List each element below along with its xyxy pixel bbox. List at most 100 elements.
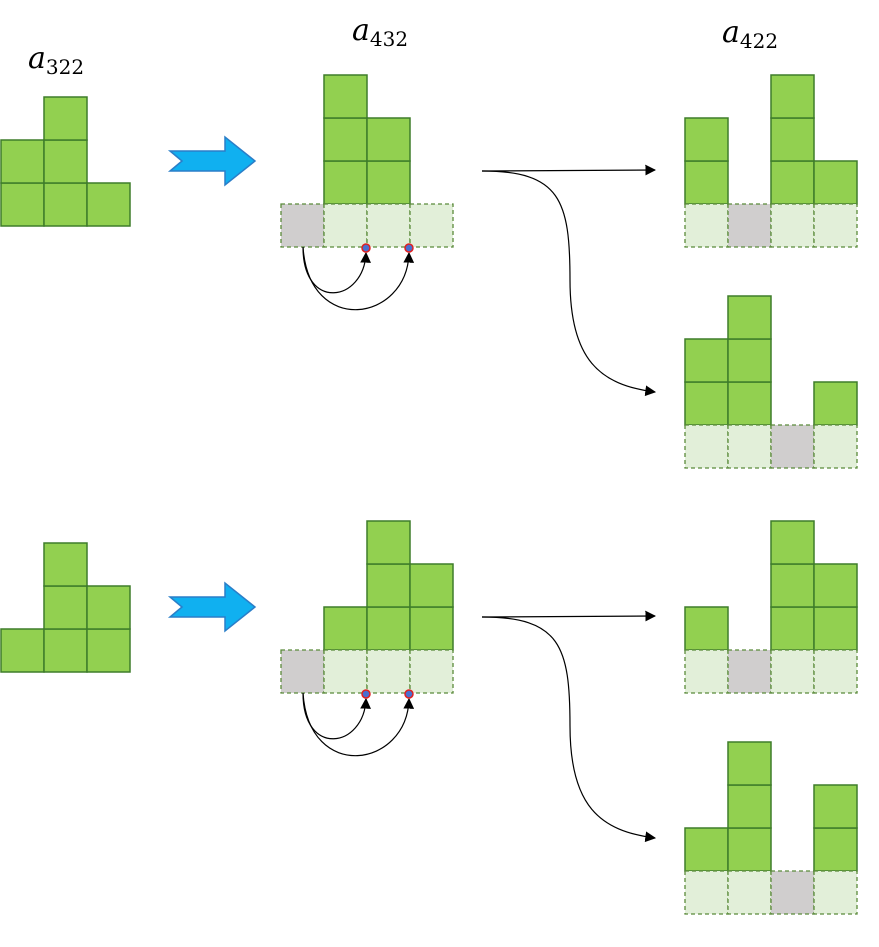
group-1-move-arrow-1 — [302, 246, 371, 294]
green-cell — [43, 628, 88, 673]
row-cell — [409, 203, 454, 248]
row-cell — [684, 424, 729, 469]
group-1-transform-arrow — [167, 135, 257, 187]
row-cell — [323, 203, 368, 248]
group-1-source-diagram — [0, 96, 131, 227]
green-cell — [43, 96, 88, 141]
group-1-output-1-diagram — [684, 74, 858, 205]
row-cell — [409, 649, 454, 694]
group-2-output-1-base-row — [684, 649, 858, 694]
green-cell — [86, 585, 131, 630]
row-cell — [813, 870, 858, 915]
green-cell — [0, 182, 45, 227]
group-2-branch-arrow-bottom — [481, 616, 657, 843]
green-cell — [684, 117, 729, 162]
group-1-branch-arrow-top — [481, 164, 657, 176]
green-cell — [684, 381, 729, 426]
green-cell — [684, 338, 729, 383]
empty-cell — [280, 203, 325, 248]
green-cell — [43, 139, 88, 184]
green-cell — [813, 827, 858, 872]
green-cell — [813, 606, 858, 651]
green-cell — [727, 784, 772, 829]
row-cell — [727, 424, 772, 469]
green-cell — [727, 827, 772, 872]
green-cell — [43, 182, 88, 227]
empty-cell — [727, 649, 772, 694]
green-cell — [409, 606, 454, 651]
green-cell — [409, 563, 454, 608]
green-cell — [366, 606, 411, 651]
group-2-output-1-diagram — [684, 520, 858, 651]
group-2-branch-arrow-top — [481, 610, 657, 622]
group-2-output-2-base-row — [684, 870, 858, 915]
row-cell — [813, 649, 858, 694]
green-cell — [366, 563, 411, 608]
green-cell — [813, 381, 858, 426]
row-cell — [770, 649, 815, 694]
group-2-middle-diagram — [323, 520, 454, 651]
group-1-middle-diagram — [323, 74, 411, 205]
group-2-transform-arrow — [167, 581, 257, 633]
target-dot — [361, 243, 371, 253]
green-cell — [323, 74, 368, 119]
group-1-move-arrow-2 — [302, 246, 415, 311]
row-cell — [366, 203, 411, 248]
empty-cell — [770, 424, 815, 469]
target-dot — [361, 689, 371, 699]
green-cell — [43, 585, 88, 630]
group-1-output-2-base-row — [684, 424, 858, 469]
green-cell — [770, 74, 815, 119]
label-middle: a432 — [352, 13, 408, 51]
green-cell — [86, 628, 131, 673]
row-cell — [366, 649, 411, 694]
green-cell — [770, 117, 815, 162]
row-cell — [684, 203, 729, 248]
row-cell — [323, 649, 368, 694]
green-cell — [0, 139, 45, 184]
row-cell — [727, 870, 772, 915]
green-cell — [727, 295, 772, 340]
row-cell — [813, 424, 858, 469]
target-dot — [404, 243, 414, 253]
green-cell — [43, 542, 88, 587]
green-cell — [727, 741, 772, 786]
empty-cell — [727, 203, 772, 248]
green-cell — [323, 606, 368, 651]
label-result: a422 — [722, 15, 778, 53]
target-dot — [404, 689, 414, 699]
green-cell — [366, 160, 411, 205]
group-1-output-2-diagram — [684, 295, 858, 426]
group-1-output-1-base-row — [684, 203, 858, 248]
label-source: a322 — [28, 41, 84, 79]
green-cell — [770, 520, 815, 565]
green-cell — [366, 117, 411, 162]
green-cell — [323, 117, 368, 162]
green-cell — [86, 182, 131, 227]
green-cell — [684, 160, 729, 205]
group-1-branch-arrow-bottom — [481, 170, 657, 397]
green-cell — [684, 827, 729, 872]
row-cell — [813, 203, 858, 248]
green-cell — [770, 563, 815, 608]
diagram-content — [0, 74, 858, 915]
green-cell — [684, 606, 729, 651]
green-cell — [0, 628, 45, 673]
group-2-move-arrow-1 — [302, 692, 371, 740]
green-cell — [813, 563, 858, 608]
group-2-move-arrow-2 — [302, 692, 415, 757]
green-cell — [770, 606, 815, 651]
group-2-source-diagram — [0, 542, 131, 673]
group-2-middle-base-row — [280, 649, 454, 694]
green-cell — [366, 520, 411, 565]
row-cell — [684, 870, 729, 915]
green-cell — [323, 160, 368, 205]
green-cell — [813, 160, 858, 205]
green-cell — [770, 160, 815, 205]
green-cell — [727, 381, 772, 426]
green-cell — [727, 338, 772, 383]
group-1-middle-base-row — [280, 203, 454, 248]
green-cell — [813, 784, 858, 829]
